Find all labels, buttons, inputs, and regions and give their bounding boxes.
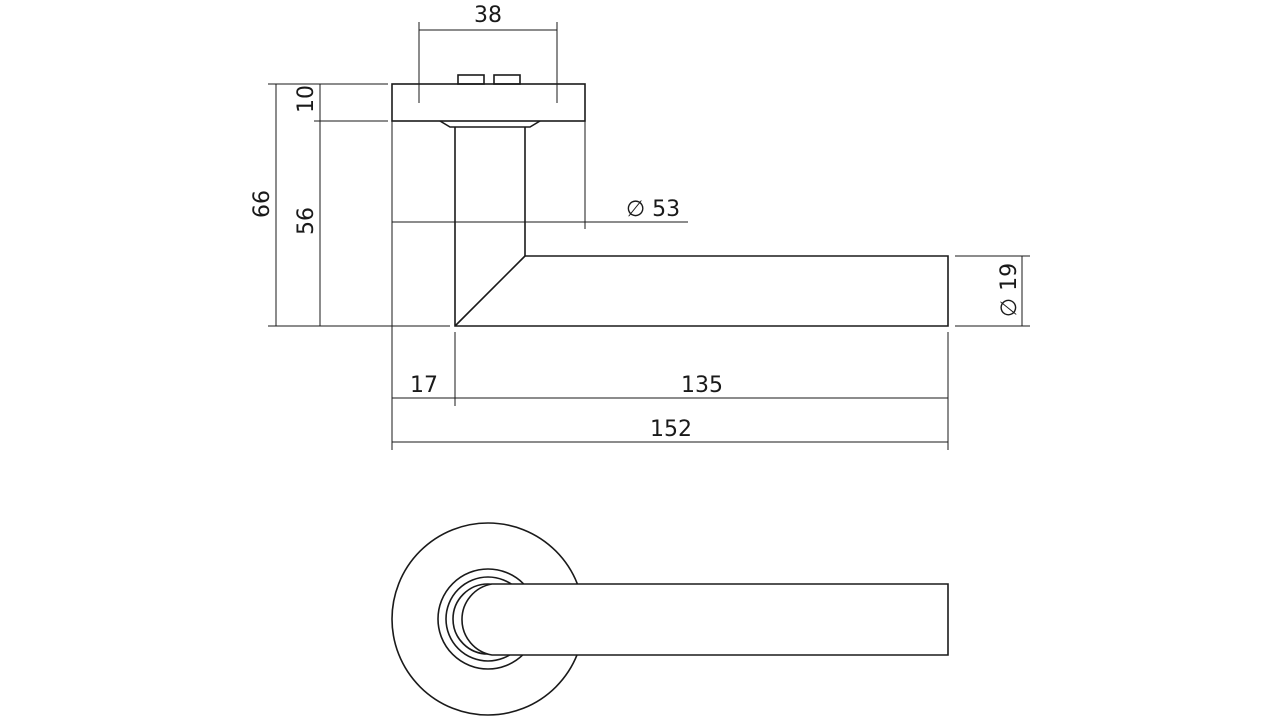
dim-total-length: 152 (650, 417, 692, 442)
dim-lever-height: 56 (294, 207, 319, 235)
dim-total-height: 66 (250, 190, 275, 218)
top-view (391, 522, 949, 716)
lever-chamfer (454, 255, 526, 327)
side-view (391, 74, 949, 327)
dim-lever-length: 135 (681, 373, 723, 398)
dimension-lines (268, 22, 1030, 450)
dim-lever-diameter: ∅ 19 (997, 263, 1022, 317)
rose-plate (391, 83, 586, 122)
lever-top-view (461, 583, 949, 656)
dim-screw-spacing: 38 (474, 3, 502, 28)
dim-rose-thickness: 10 (294, 85, 319, 113)
dimension-labels: 38 10 66 56 ∅ 53 ∅ 19 17 135 152 (250, 3, 1022, 442)
dim-rose-diameter: ∅ 53 (626, 197, 680, 222)
neck-collar (439, 120, 541, 128)
screw-head-right (493, 74, 521, 85)
screw-head-left (457, 74, 485, 85)
dim-offset: 17 (410, 373, 438, 398)
lever-outline (454, 127, 949, 327)
